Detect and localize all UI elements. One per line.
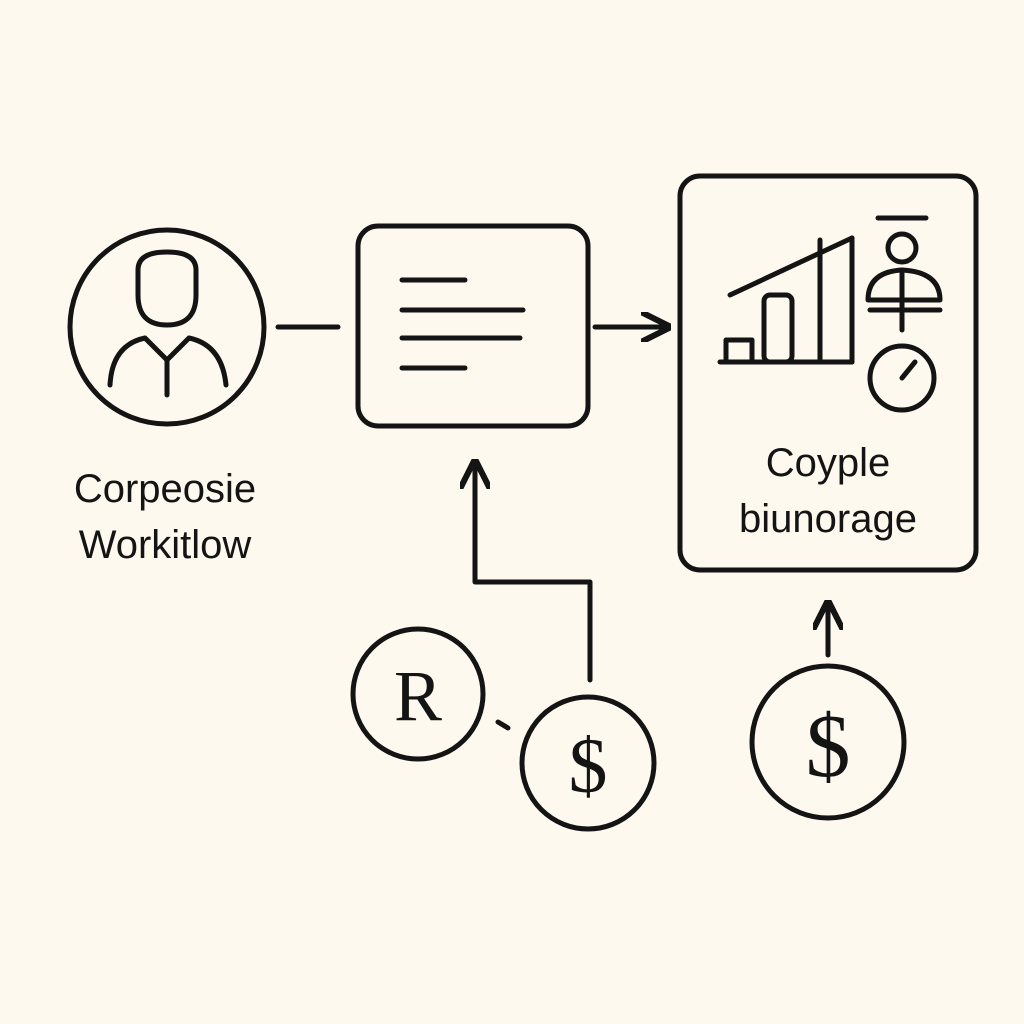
coin-right: $ xyxy=(749,663,907,821)
currency-r-icon: R xyxy=(394,656,442,736)
analytics-node xyxy=(677,173,979,573)
connector-dash xyxy=(495,719,511,731)
coin-left: R xyxy=(350,626,486,762)
left-label-line1: Corpeosie xyxy=(73,467,257,511)
document-node xyxy=(355,223,591,429)
team-icon xyxy=(865,215,943,333)
left-label: Corpeosie Workitlow xyxy=(30,466,300,568)
arrow-to-document xyxy=(475,462,593,683)
analytics-label-line2: biunorage xyxy=(739,497,917,541)
dollar-icon: $ xyxy=(806,697,851,796)
coin-mid: $ xyxy=(519,694,657,832)
analytics-label-line1: Coyple xyxy=(765,441,891,485)
left-label-line2: Workitlow xyxy=(78,523,252,567)
person-icon xyxy=(107,249,229,398)
document-lines-icon xyxy=(399,277,526,371)
person-node xyxy=(67,227,267,427)
gauge-icon xyxy=(867,343,937,413)
analytics-label: Coyple biunorage xyxy=(690,440,966,542)
bar-chart-icon xyxy=(717,235,855,365)
dollar-icon: $ xyxy=(569,722,608,809)
